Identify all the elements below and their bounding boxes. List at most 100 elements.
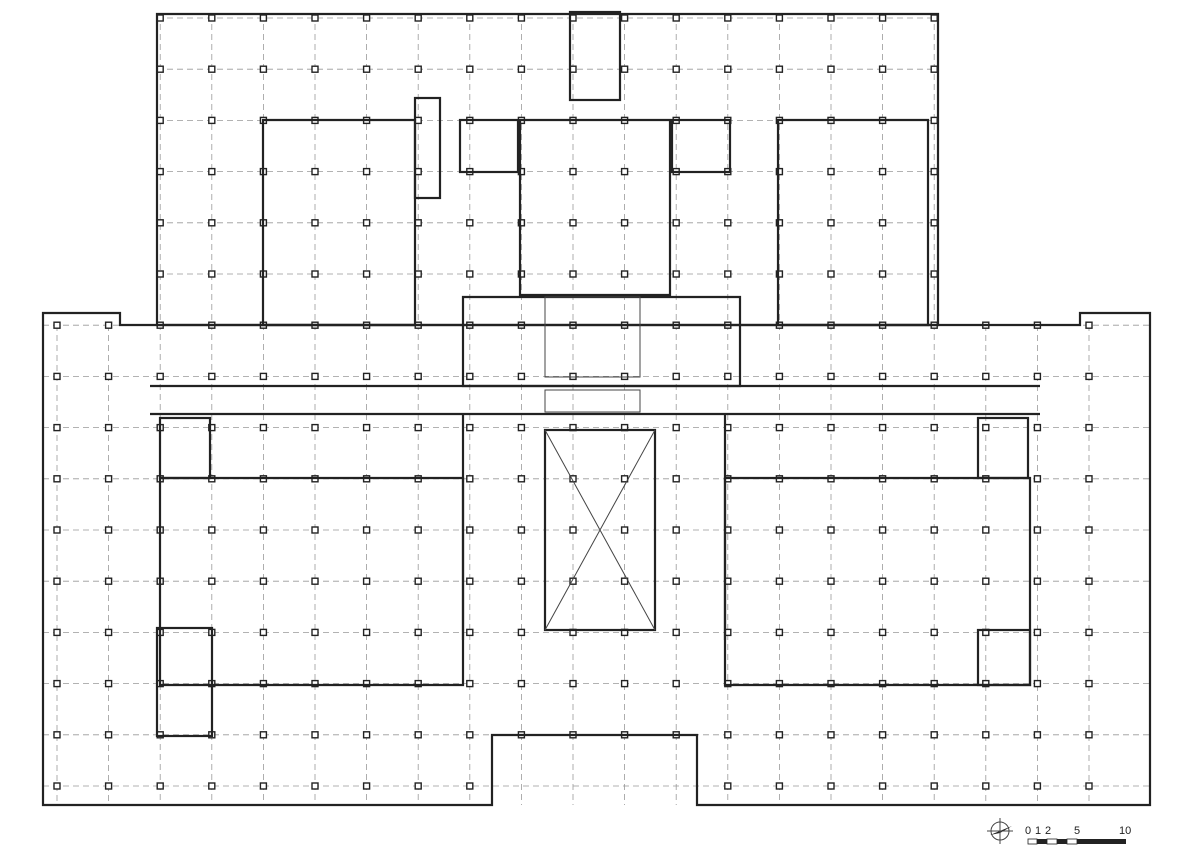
- structural-column: [311, 167, 319, 176]
- structural-column: [362, 679, 371, 688]
- structural-column: [775, 731, 784, 739]
- structural-column: [775, 577, 784, 585]
- structural-column: [982, 526, 990, 534]
- structural-column: [827, 167, 835, 176]
- structural-column: [930, 219, 938, 227]
- structural-column: [827, 526, 835, 534]
- structural-column: [930, 423, 938, 432]
- structural-column: [259, 577, 268, 585]
- structural-column: [930, 372, 938, 381]
- structural-column: [982, 782, 990, 790]
- west-stair: [158, 416, 212, 480]
- structural-grid: [43, 14, 1150, 805]
- structural-column: [878, 628, 887, 637]
- structural-column: [1085, 372, 1093, 381]
- scale-label-5: 5: [1074, 825, 1080, 837]
- structural-column: [1085, 679, 1093, 688]
- structural-column: [311, 14, 319, 22]
- structural-column: [311, 423, 319, 432]
- structural-column: [1085, 577, 1093, 585]
- structural-column: [259, 526, 268, 534]
- structural-column: [156, 372, 164, 381]
- structural-column: [362, 577, 371, 585]
- structural-column: [930, 526, 938, 534]
- structural-column: [362, 65, 371, 73]
- structural-column: [827, 219, 835, 227]
- structural-column: [104, 372, 113, 381]
- structural-column: [53, 423, 61, 432]
- structural-column: [104, 628, 113, 637]
- structural-column: [982, 423, 990, 432]
- structural-column: [208, 782, 216, 790]
- structural-column: [259, 65, 268, 73]
- structural-column: [620, 679, 629, 688]
- structural-column: [724, 372, 732, 381]
- southeast-core: [976, 628, 1032, 687]
- structural-column: [569, 372, 577, 381]
- structural-column: [724, 270, 732, 278]
- structural-column: [878, 65, 887, 73]
- structural-column: [620, 14, 629, 22]
- elevator-shafts: [544, 389, 641, 413]
- structural-column: [208, 167, 216, 176]
- structural-column: [414, 577, 422, 585]
- top-stair-core: [568, 10, 622, 102]
- structural-column: [930, 270, 938, 278]
- structural-column: [259, 782, 268, 790]
- structural-column: [1085, 628, 1093, 637]
- structural-column: [362, 526, 371, 534]
- toilet-block-upper-right: [670, 118, 732, 174]
- structural-column: [569, 526, 577, 534]
- structural-column: [311, 219, 319, 227]
- structural-column: [208, 14, 216, 22]
- structural-column: [466, 782, 474, 790]
- structural-column: [827, 372, 835, 381]
- structural-column: [982, 731, 990, 739]
- structural-column: [672, 372, 680, 381]
- structural-column: [724, 14, 732, 22]
- structural-column: [878, 167, 887, 176]
- central-atrium: [543, 428, 657, 632]
- structural-column: [466, 526, 474, 534]
- structural-column: [672, 475, 680, 483]
- upper-middle-courtyard: [518, 118, 672, 297]
- structural-column: [982, 679, 990, 688]
- structural-column: [982, 577, 990, 585]
- structural-column: [930, 577, 938, 585]
- structural-column: [827, 270, 835, 278]
- structural-column: [930, 116, 938, 125]
- structural-column: [53, 679, 61, 688]
- structural-column: [775, 372, 784, 381]
- structural-column: [517, 270, 526, 278]
- structural-column: [517, 65, 526, 73]
- north-arrow-icon: [987, 818, 1013, 844]
- structural-column: [362, 423, 371, 432]
- left-stair-core: [413, 96, 442, 200]
- structural-column: [1085, 321, 1093, 329]
- structural-column: [466, 731, 474, 739]
- structural-column: [208, 577, 216, 585]
- structural-column: [259, 731, 268, 739]
- structural-column: [724, 782, 732, 790]
- structural-column: [775, 219, 784, 227]
- structural-column: [775, 628, 784, 637]
- structural-column: [414, 782, 422, 790]
- structural-column: [414, 679, 422, 688]
- structural-column: [362, 14, 371, 22]
- structural-column: [104, 679, 113, 688]
- structural-column: [1085, 526, 1093, 534]
- structural-column: [775, 526, 784, 534]
- structural-column: [620, 372, 629, 381]
- structural-column: [259, 679, 268, 688]
- structural-column: [414, 526, 422, 534]
- structural-column: [569, 679, 577, 688]
- structural-column: [311, 782, 319, 790]
- structural-column: [104, 475, 113, 483]
- structural-column: [104, 782, 113, 790]
- structural-column: [517, 526, 526, 534]
- structural-column: [672, 526, 680, 534]
- structural-column: [672, 65, 680, 73]
- structural-column: [208, 116, 216, 125]
- structural-column: [414, 65, 422, 73]
- structural-column: [1033, 423, 1042, 432]
